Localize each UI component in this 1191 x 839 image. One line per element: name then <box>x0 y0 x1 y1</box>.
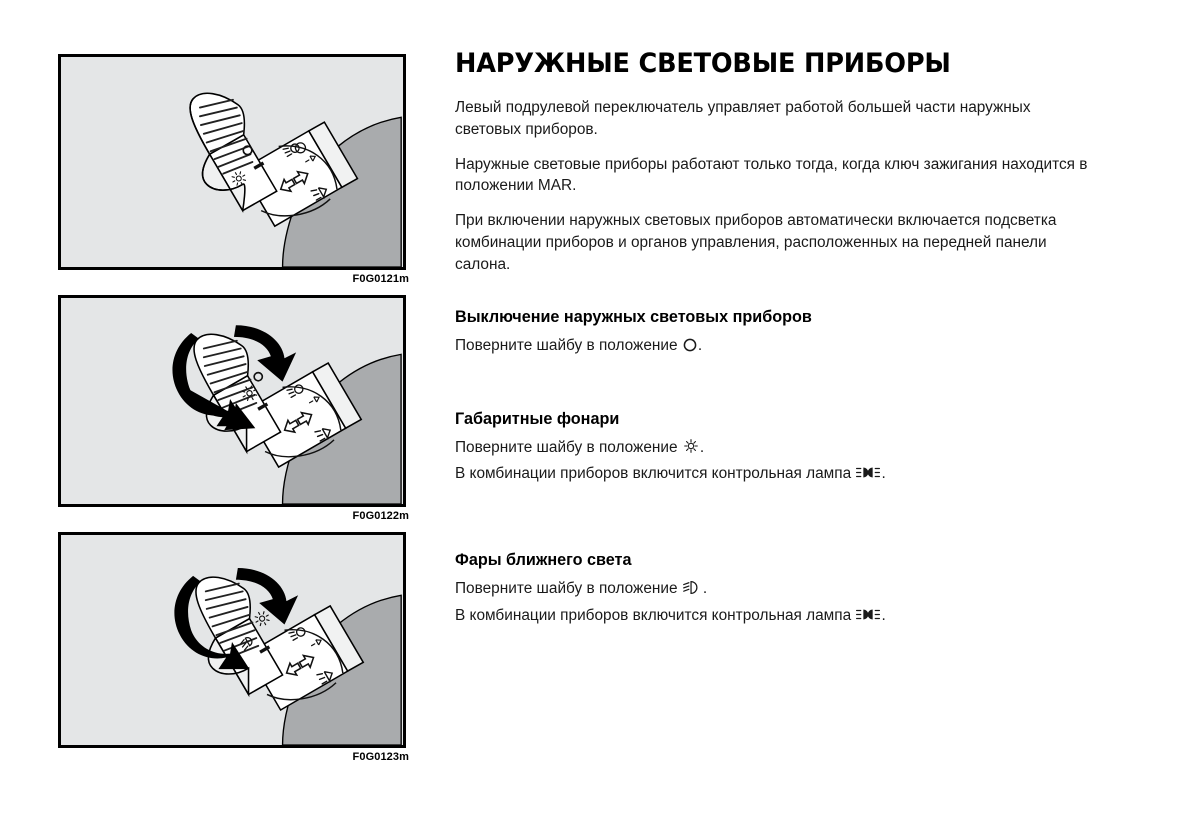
dial-index-mark <box>259 645 271 654</box>
body-high-beam-flash-icon <box>316 670 334 685</box>
figure-2-caption: F0G0122m <box>352 510 409 522</box>
illustration-column: F0G0121m <box>58 54 410 773</box>
line-text-prefix: Поверните шайбу в положение <box>455 580 682 598</box>
body-fog-icon <box>310 639 322 647</box>
body-headlight-icon <box>288 627 306 641</box>
body-turn-indicator-icon <box>279 170 309 193</box>
section-heading-switch-off: Выключение наружных световых приборов <box>455 307 812 326</box>
figure-2: F0G0122m <box>58 295 410 522</box>
section-sidelights-line-2: В комбинации приборов включится контроль… <box>455 463 1095 486</box>
body-turn-indicator-icon <box>283 411 313 434</box>
body-headlight-icon <box>286 384 304 399</box>
line-text-prefix: Поверните шайбу в положение <box>455 438 682 456</box>
line-text-prefix: Поверните шайбу в положение <box>455 337 682 354</box>
spacer <box>455 289 1095 307</box>
spacer <box>455 490 1095 550</box>
rotation-arrow-icon <box>174 568 299 670</box>
body-fog-icon <box>308 396 320 404</box>
line-text-suffix: . <box>881 606 886 624</box>
stalk-switch <box>189 92 359 228</box>
dial-index-mark <box>253 161 265 170</box>
section-switch-off-line-1: Поверните шайбу в положение . <box>455 335 1095 358</box>
figure-2-illustration <box>62 298 402 504</box>
figure-3-caption: F0G0123m <box>352 751 409 763</box>
body-turn-indicator-icon <box>285 654 315 677</box>
position-lamp-telltale-icon <box>856 607 881 622</box>
figure-1-frame <box>58 54 406 270</box>
dial-mark-off-icon <box>253 371 264 382</box>
spacer <box>455 362 1095 409</box>
stalk-switch <box>193 333 363 469</box>
page-title: НАРУЖНЫЕ СВЕТОВЫЕ ПРИБОРЫ <box>455 48 951 79</box>
low-beam-icon <box>682 580 702 595</box>
line-text-prefix: В комбинации приборов включится контроль… <box>455 465 856 483</box>
intro-paragraph-1: Левый подрулевой переключатель управляет… <box>455 98 1031 138</box>
body-fog-icon <box>305 155 317 163</box>
position-lamp-telltale-icon <box>856 465 881 480</box>
intro-paragraph-2: Наружные световые приборы работают тольк… <box>455 155 1088 195</box>
section-heading-low-beam: Фары ближнего света <box>455 550 632 569</box>
section-sidelights-line-1: Поверните шайбу в положение . <box>455 437 1095 460</box>
figure-2-frame <box>58 295 406 507</box>
body-headlight-icon <box>282 142 307 158</box>
sidelight-sun-icon <box>683 438 699 454</box>
figure-1-illustration <box>62 57 402 267</box>
dial-index-mark <box>257 402 269 411</box>
body-high-beam-flash-icon <box>314 428 332 442</box>
dial-mark-off-icon <box>242 145 253 156</box>
circle-o-icon <box>683 338 697 352</box>
section-low-beam-line-1: Поверните шайбу в положение . <box>455 578 1095 601</box>
figure-3-frame <box>58 532 406 748</box>
body-high-beam-flash-icon <box>310 187 328 201</box>
line-text-suffix: . <box>699 438 705 456</box>
figure-1: F0G0121m <box>58 54 410 285</box>
rotation-arrow-icon <box>172 325 297 431</box>
section-low-beam-line-2: В комбинации приборов включится контроль… <box>455 605 1095 628</box>
intro-paragraph-3: При включении наружных световых приборов… <box>455 212 1057 274</box>
figure-3-illustration <box>62 535 402 745</box>
dial-mark-low-beam-icon <box>240 637 253 651</box>
dial-mark-sidelight-icon <box>241 385 258 401</box>
line-text-suffix: . <box>702 580 708 598</box>
figure-3: F0G0123m <box>58 532 410 763</box>
text-column: НАРУЖНЫЕ СВЕТОВЫЕ ПРИБОРЫ Левый подрулев… <box>455 50 1095 631</box>
section-heading-sidelights: Габаритные фонари <box>455 409 620 428</box>
line-text-suffix: . <box>881 465 886 483</box>
line-text-suffix: . <box>697 337 703 354</box>
stalk-switch <box>195 576 365 712</box>
line-text-prefix: В комбинации приборов включится контроль… <box>455 606 856 624</box>
dial-mark-sidelight-icon <box>231 171 247 186</box>
dial-mark-sidelight-icon <box>254 611 270 627</box>
figure-1-caption: F0G0121m <box>352 273 409 285</box>
